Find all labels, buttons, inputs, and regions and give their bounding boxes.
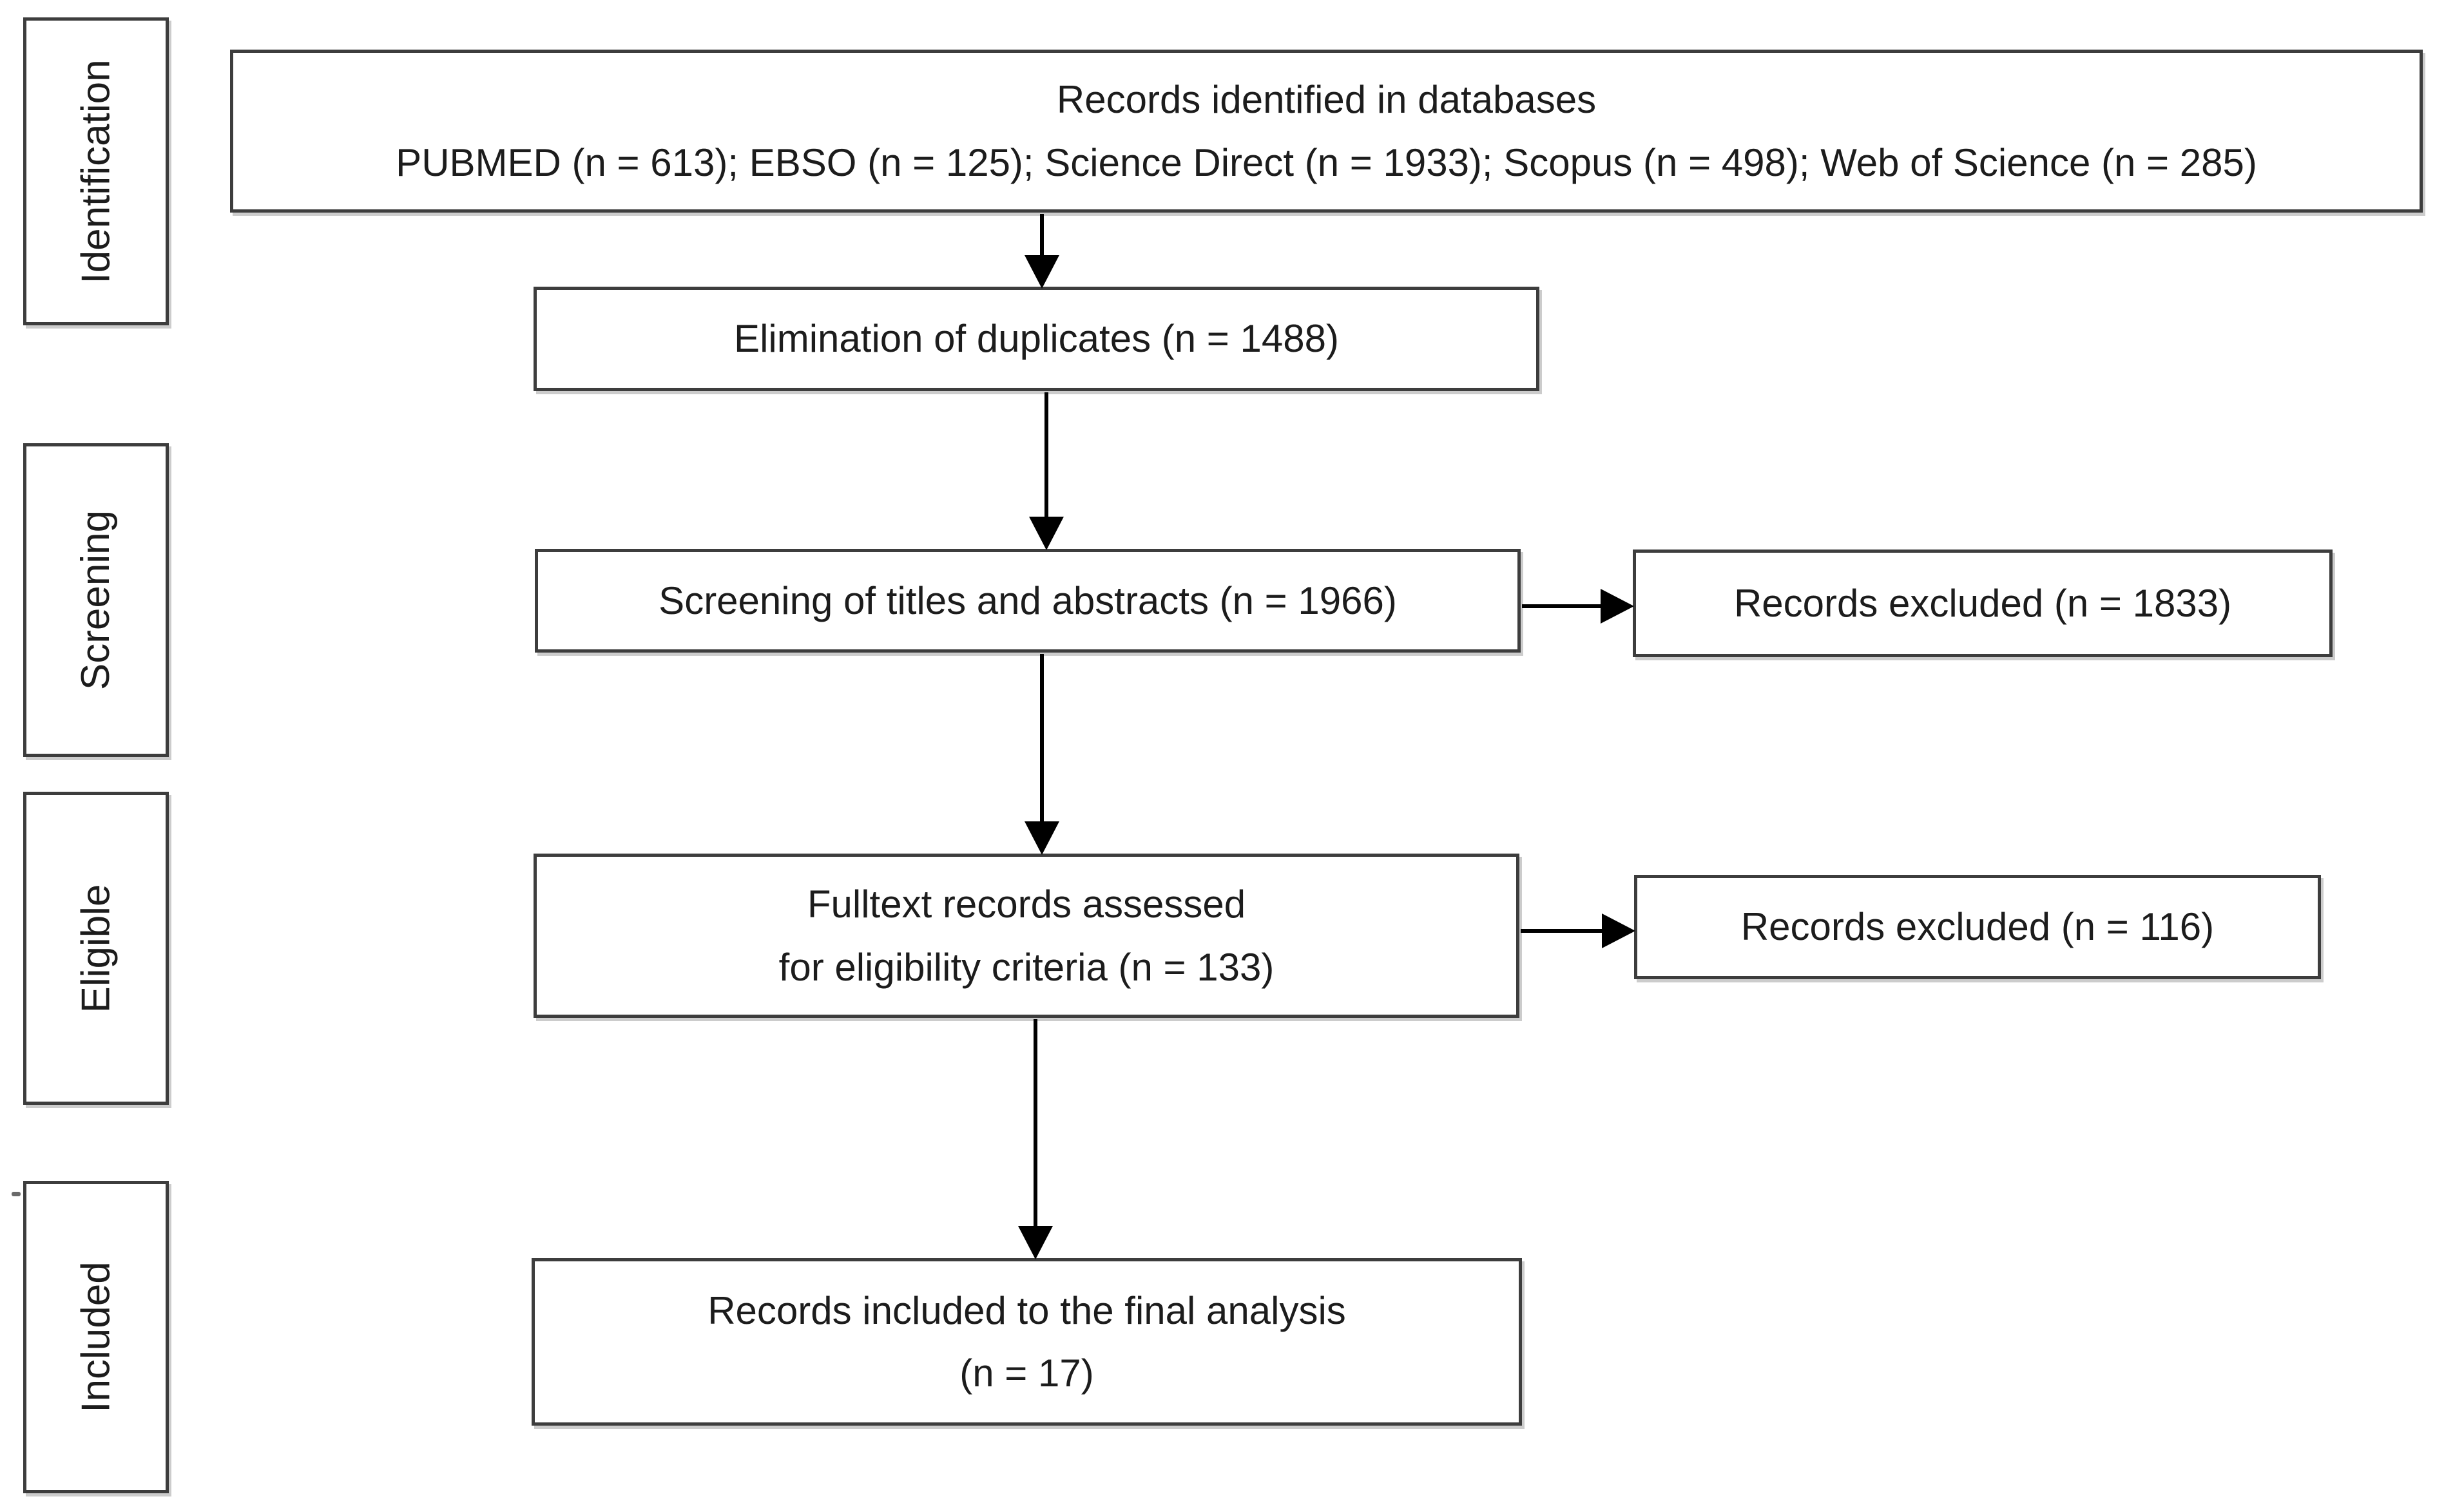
stage-box-identification: Identification	[23, 17, 169, 325]
arrow-line	[1040, 654, 1044, 823]
box-records-identified: Records identified in databases PUBMED (…	[230, 50, 2423, 213]
box-fulltext-assessed: Fulltext records assessed for eligibilit…	[534, 854, 1519, 1018]
records-identified-databases: PUBMED (n = 613); EBSO (n = 125); Scienc…	[396, 140, 2257, 184]
arrow-head-down	[1029, 517, 1064, 550]
fulltext-assessed-line1: Fulltext records assessed	[807, 883, 1246, 926]
stage-box-included: Included	[23, 1181, 169, 1493]
records-excluded-fulltext-text: Records excluded (n = 116)	[1740, 905, 2215, 949]
arrow-head-right	[1601, 589, 1634, 624]
screening-titles-abstracts-text: Screening of titles and abstracts (n = 1…	[659, 578, 1397, 622]
box-records-excluded-screening: Records excluded (n = 1833)	[1633, 550, 2333, 657]
arrow-line	[1040, 214, 1044, 256]
records-identified-title: Records identified in databases	[1056, 78, 1597, 122]
box-records-excluded-fulltext: Records excluded (n = 116)	[1634, 875, 2321, 979]
records-included-line1: Records included to the final analysis	[707, 1288, 1346, 1332]
box-elimination-duplicates: Elimination of duplicates (n = 1488)	[534, 287, 1539, 391]
arrow-line	[1521, 929, 1603, 933]
box-screening-titles-abstracts: Screening of titles and abstracts (n = 1…	[535, 549, 1521, 653]
stage-box-screening: Screening	[23, 443, 169, 757]
arrow-head-down	[1018, 1226, 1053, 1259]
stage-label-included: Included	[73, 1261, 119, 1413]
arrow-head-right	[1602, 913, 1635, 948]
arrow-line	[1044, 392, 1048, 519]
fulltext-assessed-line2: for eligibility criteria (n = 133)	[778, 945, 1275, 989]
arrow-line	[1522, 604, 1603, 608]
box-records-included: Records included to the final analysis (…	[532, 1258, 1522, 1426]
elimination-duplicates-text: Elimination of duplicates (n = 1488)	[734, 317, 1339, 361]
stage-box-eligible: Eligible	[23, 792, 169, 1105]
stray-mark	[12, 1192, 21, 1196]
stage-label-identification: Identification	[73, 59, 119, 284]
stage-label-eligible: Eligible	[73, 884, 119, 1013]
arrow-head-down	[1025, 255, 1059, 289]
records-excluded-screening-text: Records excluded (n = 1833)	[1733, 581, 2232, 625]
stage-label-screening: Screening	[73, 510, 119, 691]
arrow-line	[1034, 1019, 1037, 1228]
records-included-line2: (n = 17)	[959, 1352, 1094, 1395]
arrow-head-down	[1025, 821, 1059, 855]
